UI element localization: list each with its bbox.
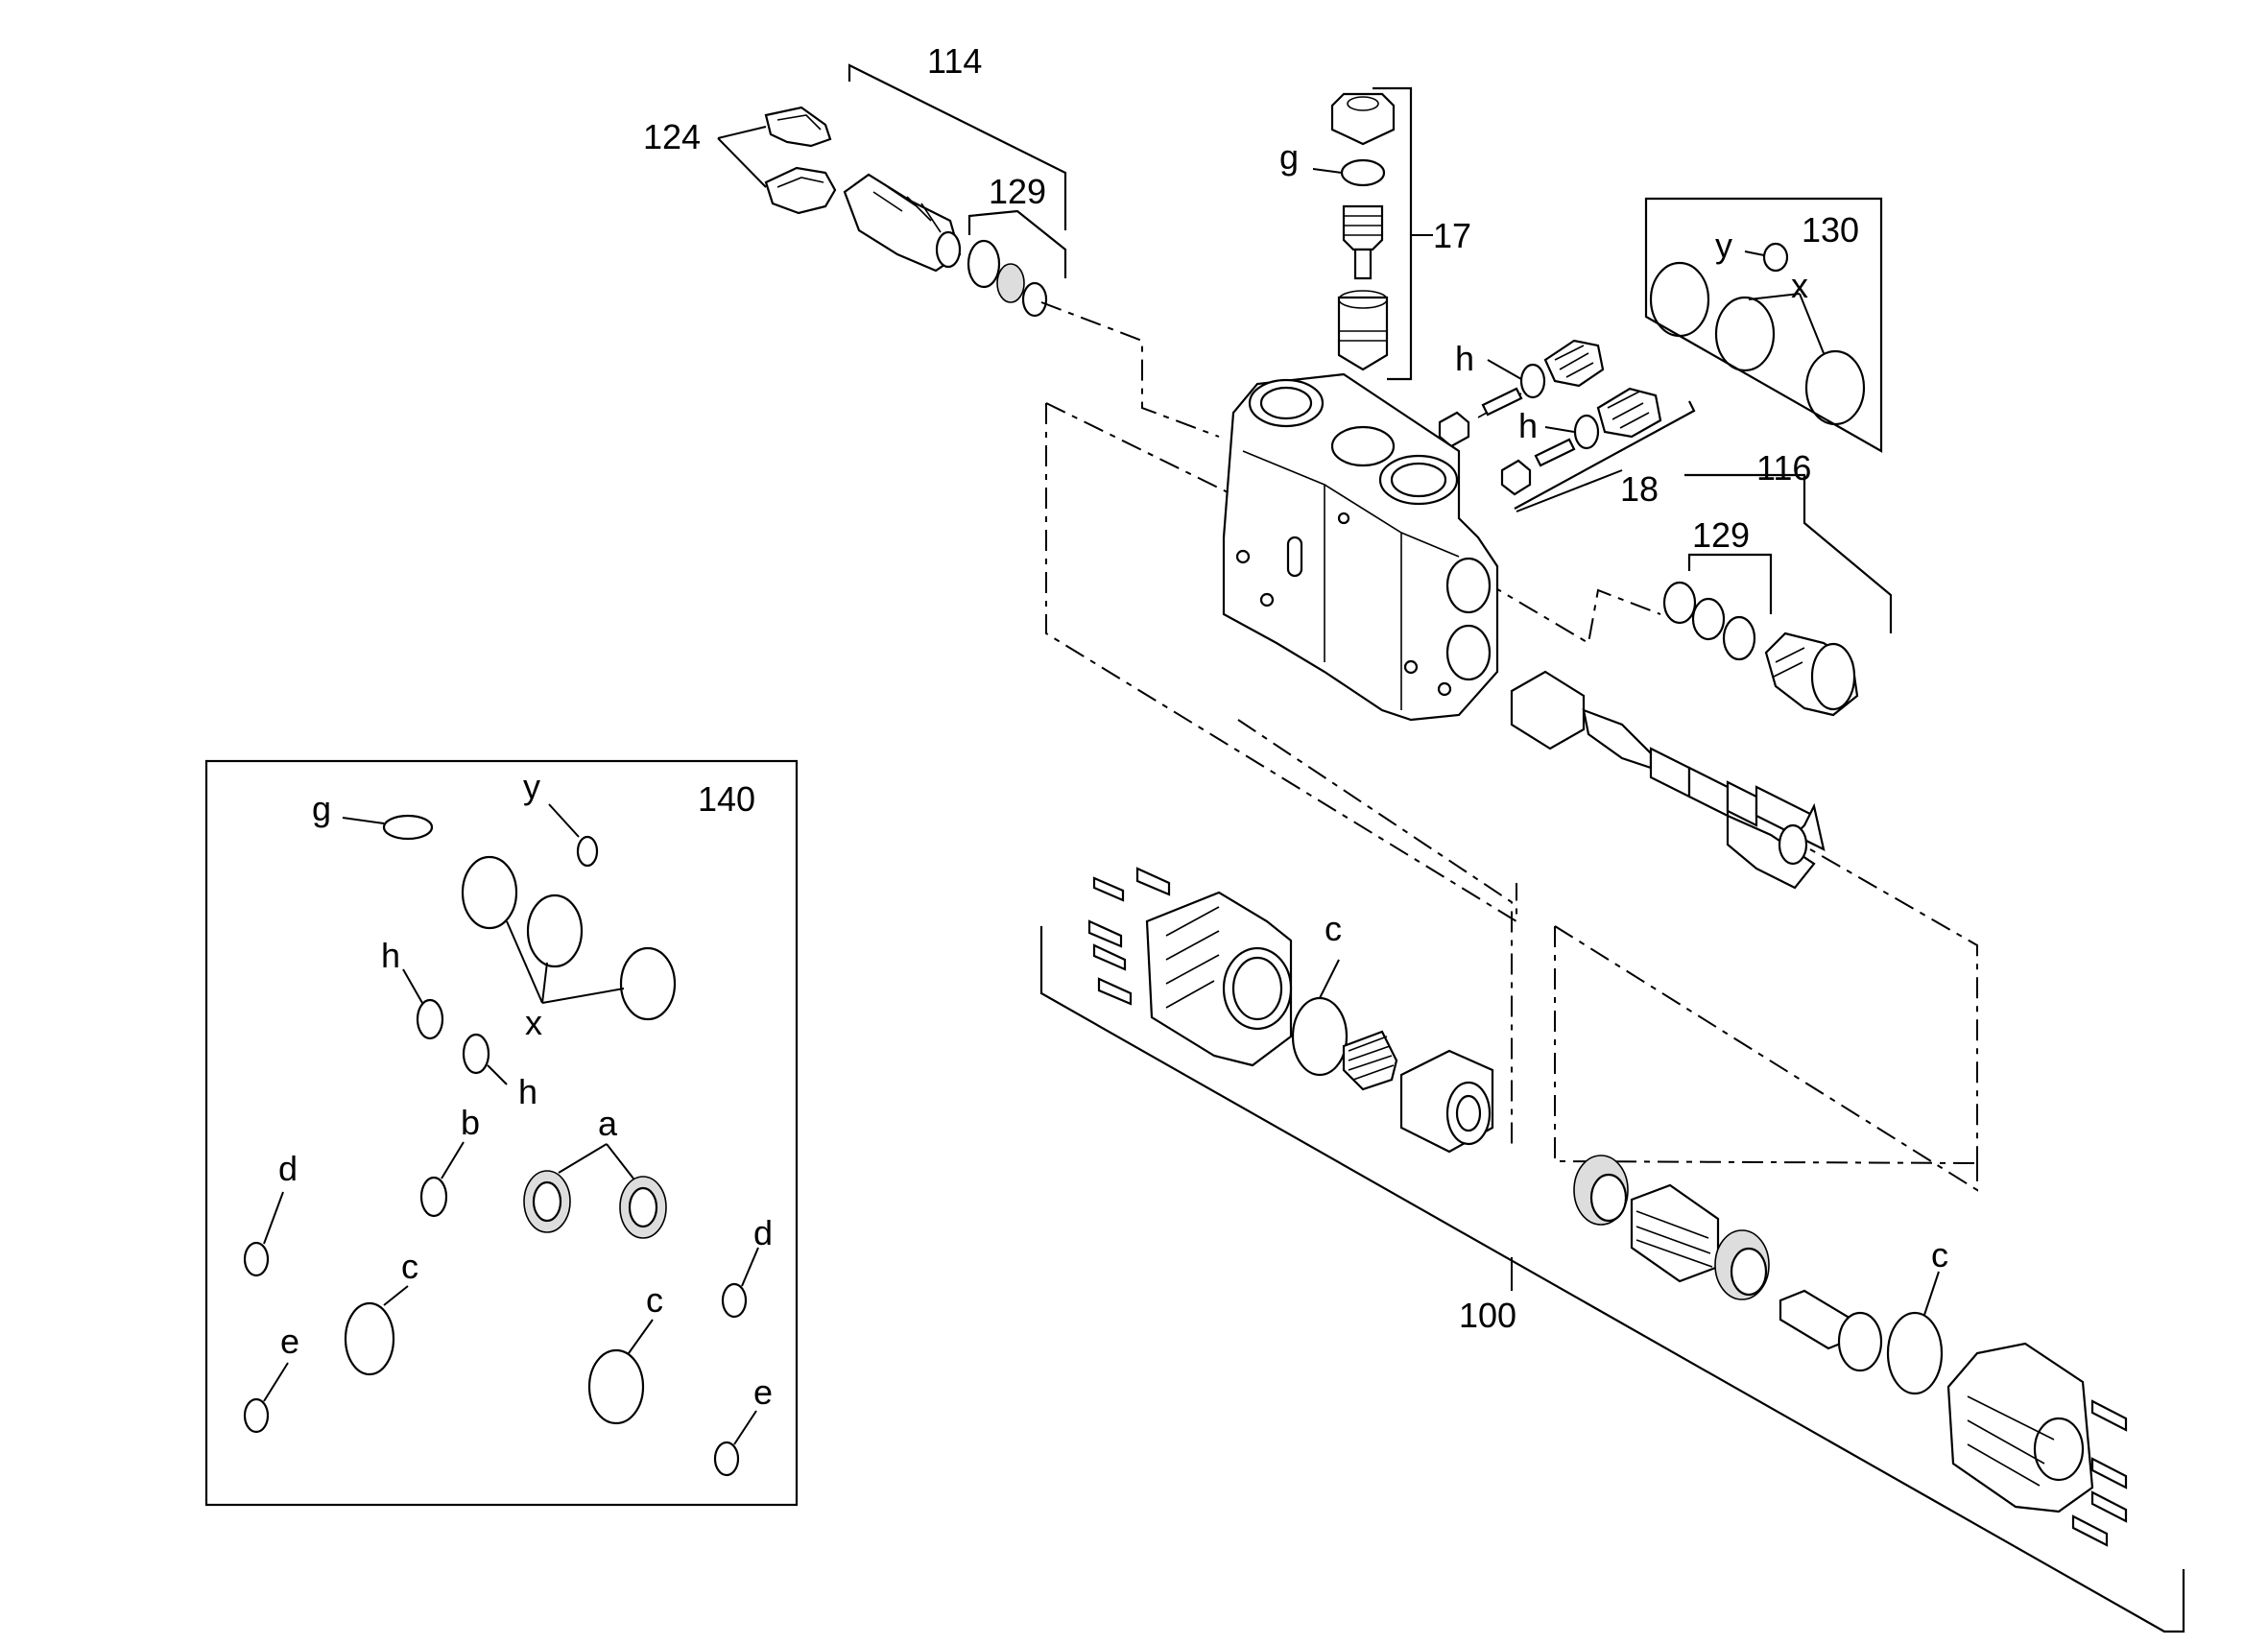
- label-18: 18: [1620, 469, 1659, 509]
- label-c-140-left: c: [401, 1247, 418, 1286]
- callout-labels: 114 124 129 g 17 130 y x h h 18 116 129 …: [278, 41, 1948, 1412]
- label-d-140-right: d: [753, 1213, 773, 1252]
- label-17: 17: [1433, 216, 1471, 255]
- label-124: 124: [643, 117, 701, 156]
- label-140: 140: [698, 779, 755, 819]
- label-b-140: b: [461, 1103, 480, 1142]
- part-100-spring-assembly: [1039, 867, 2185, 1633]
- label-100: 100: [1459, 1296, 1516, 1335]
- label-129-lower: 129: [1692, 515, 1750, 555]
- label-c-140-right: c: [646, 1280, 663, 1320]
- leader-lines: [1312, 168, 1575, 433]
- label-y-140: y: [523, 767, 540, 806]
- label-h-140-lower: h: [518, 1072, 537, 1111]
- part-17-plug-assembly: [1330, 86, 1433, 381]
- label-h-1: h: [1455, 339, 1474, 378]
- label-e-140-left: e: [280, 1322, 299, 1361]
- label-c-right: c: [1931, 1235, 1948, 1275]
- label-x-130: x: [1791, 266, 1808, 305]
- assembly-center-lines: [1040, 301, 1978, 1192]
- part-130-kit-box: [1644, 197, 1883, 453]
- label-y-130: y: [1715, 226, 1732, 265]
- part-114-relief-valve: [843, 63, 1067, 318]
- label-g-140: g: [312, 789, 331, 828]
- part-116-relief-valve: [1662, 473, 1893, 717]
- valve-body: [1222, 372, 1499, 722]
- part-18-check-valves: [1438, 339, 1696, 512]
- label-a-140: a: [598, 1104, 618, 1143]
- part-124-clip-halves: [717, 106, 837, 215]
- label-h-2: h: [1518, 406, 1538, 445]
- label-c-mid: c: [1325, 909, 1342, 948]
- label-129-upper: 129: [989, 172, 1046, 211]
- label-x-140: x: [525, 1003, 542, 1042]
- label-116: 116: [1756, 448, 1811, 488]
- label-h-140-upper: h: [381, 936, 400, 975]
- label-e-140-right: e: [753, 1372, 773, 1412]
- label-g-top: g: [1279, 137, 1299, 177]
- label-114: 114: [927, 41, 982, 81]
- label-d-140-left: d: [278, 1149, 298, 1188]
- label-130: 130: [1802, 210, 1859, 250]
- spool: [1510, 670, 1826, 890]
- part-140-kit-box: [204, 759, 799, 1507]
